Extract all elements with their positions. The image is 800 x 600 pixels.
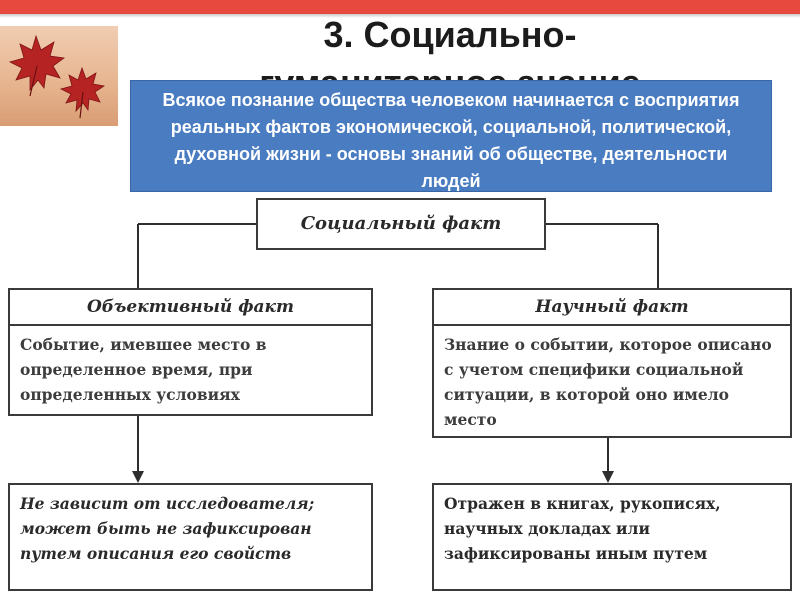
diagram: Социальный факт Объективный факт Событие… — [0, 193, 800, 600]
scientific-property-text: Отражен в книгах, рукописях, научных док… — [444, 494, 721, 563]
social-fact-box: Социальный факт — [256, 198, 546, 250]
top-accent-shadow — [0, 14, 800, 18]
social-fact-title: Социальный факт — [300, 213, 502, 234]
scientific-fact-body: Знание о событии, которое описано с учет… — [444, 335, 772, 429]
info-box: Всякое познание общества человеком начин… — [130, 80, 772, 192]
maple-leaves-decoration — [0, 26, 118, 126]
scientific-fact-box: Научный факт Знание о событии, которое о… — [432, 288, 792, 438]
objective-fact-title: Объективный факт — [10, 290, 371, 326]
info-box-text: Всякое познание общества человеком начин… — [162, 90, 740, 191]
scientific-fact-title: Научный факт — [434, 290, 790, 326]
objective-fact-body: Событие, имевшее место в определенное вр… — [20, 335, 267, 404]
top-accent-bar — [0, 0, 800, 14]
scientific-property-box: Отражен в книгах, рукописях, научных док… — [432, 483, 792, 591]
objective-property-box: Не зависит от исследователя; может быть … — [8, 483, 373, 591]
objective-fact-box: Объективный факт Событие, имевшее место … — [8, 288, 373, 416]
slide-title-line1: 3. Социально- — [323, 14, 577, 55]
maple-leaf-icon — [8, 34, 106, 119]
arrow-head-icon — [132, 471, 144, 483]
diagram-connectors — [132, 223, 659, 483]
objective-property-text: Не зависит от исследователя; может быть … — [20, 494, 315, 563]
arrow-head-icon — [602, 471, 614, 483]
